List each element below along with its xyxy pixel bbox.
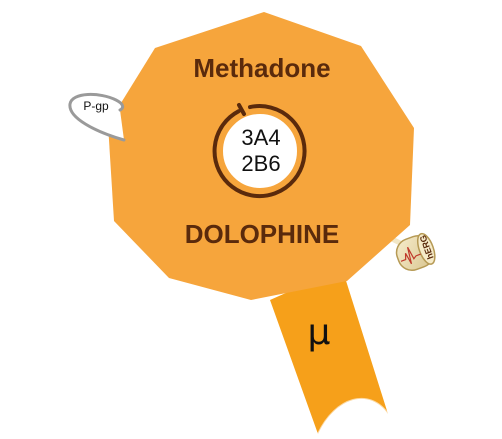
brand-name: DOLOPHINE [185,219,340,249]
mu-receptor-opening [317,397,389,435]
pgp-label: P-gp [83,99,109,113]
metabolism-ring-fill [217,108,303,194]
mu-receptor-stalk [270,268,388,434]
generic-name: Methadone [193,53,330,83]
herg-channel: hERG [395,232,436,271]
pgp-transporter: P-gp [68,93,126,142]
metabolism-arrow-ring [212,104,307,199]
metabolism-ring: 3A4 2B6 [212,103,307,199]
enzyme-label: 2B6 [241,151,280,176]
pgp-loop [68,93,126,142]
metabolism-arrow-tick [237,103,246,116]
mu-receptor-label: μ [308,312,331,353]
herg-cap-top [416,232,436,265]
enzyme-label: 3A4 [241,125,280,150]
herg-ecg-trace [400,246,421,265]
